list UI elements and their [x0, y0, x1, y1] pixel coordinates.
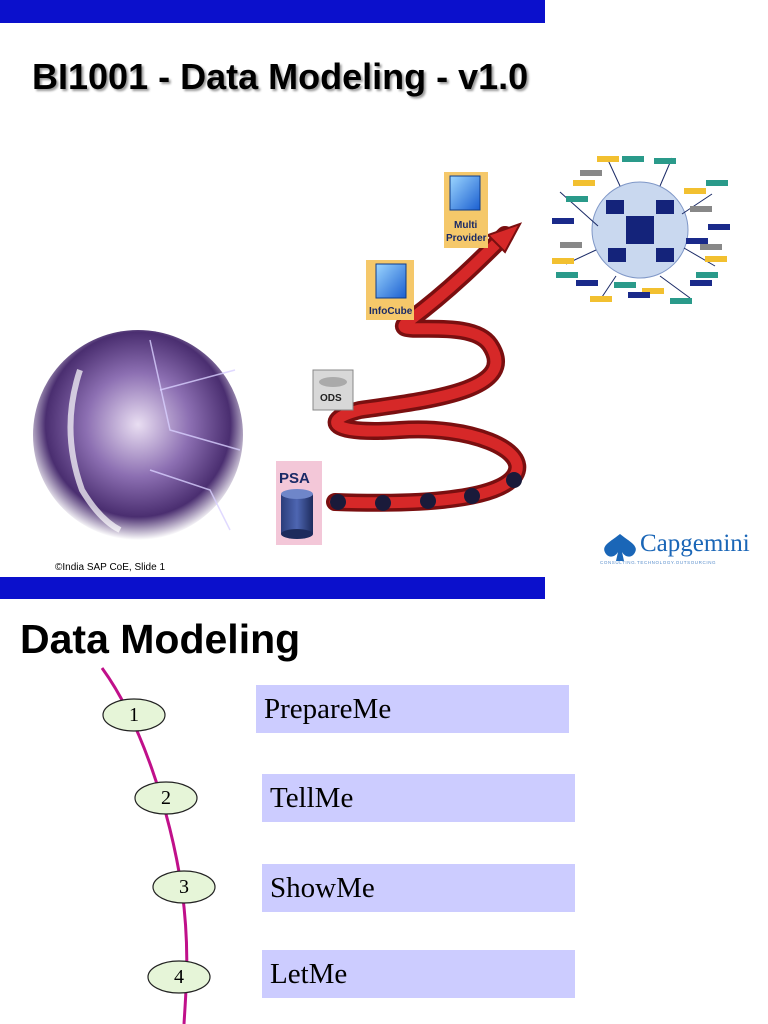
step-box-prepareme[interactable]: PrepareMe: [256, 685, 569, 733]
top-accent-bar: [0, 0, 545, 23]
ods-label: ODS: [320, 393, 342, 404]
step-number-4: 4: [174, 965, 184, 988]
infocube-label: InfoCube: [369, 306, 413, 317]
spade-icon: [604, 534, 636, 561]
step-box-showme[interactable]: ShowMe: [262, 864, 575, 912]
steps-curve: [100, 667, 216, 1024]
infocube-icon: [366, 260, 414, 320]
step-box-letme[interactable]: LetMe: [262, 950, 575, 998]
multiprovider-label-1: Multi: [454, 220, 478, 231]
step-circle-4: [147, 960, 211, 994]
bottom-accent-bar: [0, 577, 545, 599]
logo-name: Capgemini: [640, 530, 750, 557]
spiral-dots: [330, 472, 522, 511]
capgemini-logo: Capgemini CONSULTING.TECHNOLOGY.OUTSOURC…: [598, 526, 758, 572]
slide2-title: Data Modeling: [20, 616, 301, 662]
step-number-2: 2: [161, 786, 171, 809]
psa-icon: [276, 461, 322, 545]
step-number-1: 1: [129, 703, 139, 726]
psa-label: PSA: [279, 470, 310, 487]
step-number-3: 3: [179, 875, 189, 898]
step-circle-2: [134, 781, 198, 815]
slide1-artwork: PSA ODS InfoCube Multi Provider: [33, 156, 730, 545]
spiral-arrow: [326, 222, 527, 512]
slide-title: BI1001 - Data Modeling - v1.0: [32, 56, 529, 97]
slide-footer: ©India SAP CoE, Slide 1: [55, 562, 166, 573]
star-schema-diagram: [552, 156, 730, 304]
logo-tagline: CONSULTING.TECHNOLOGY.OUTSOURCING: [600, 560, 717, 565]
multiprovider-icon: [444, 172, 488, 248]
step-circle-1: [102, 698, 166, 732]
face-illustration: [33, 330, 243, 540]
step-circle-3: [152, 870, 216, 904]
step-box-tellme[interactable]: TellMe: [262, 774, 575, 822]
ods-icon: [312, 369, 354, 411]
multiprovider-label-2: Provider: [446, 233, 487, 244]
